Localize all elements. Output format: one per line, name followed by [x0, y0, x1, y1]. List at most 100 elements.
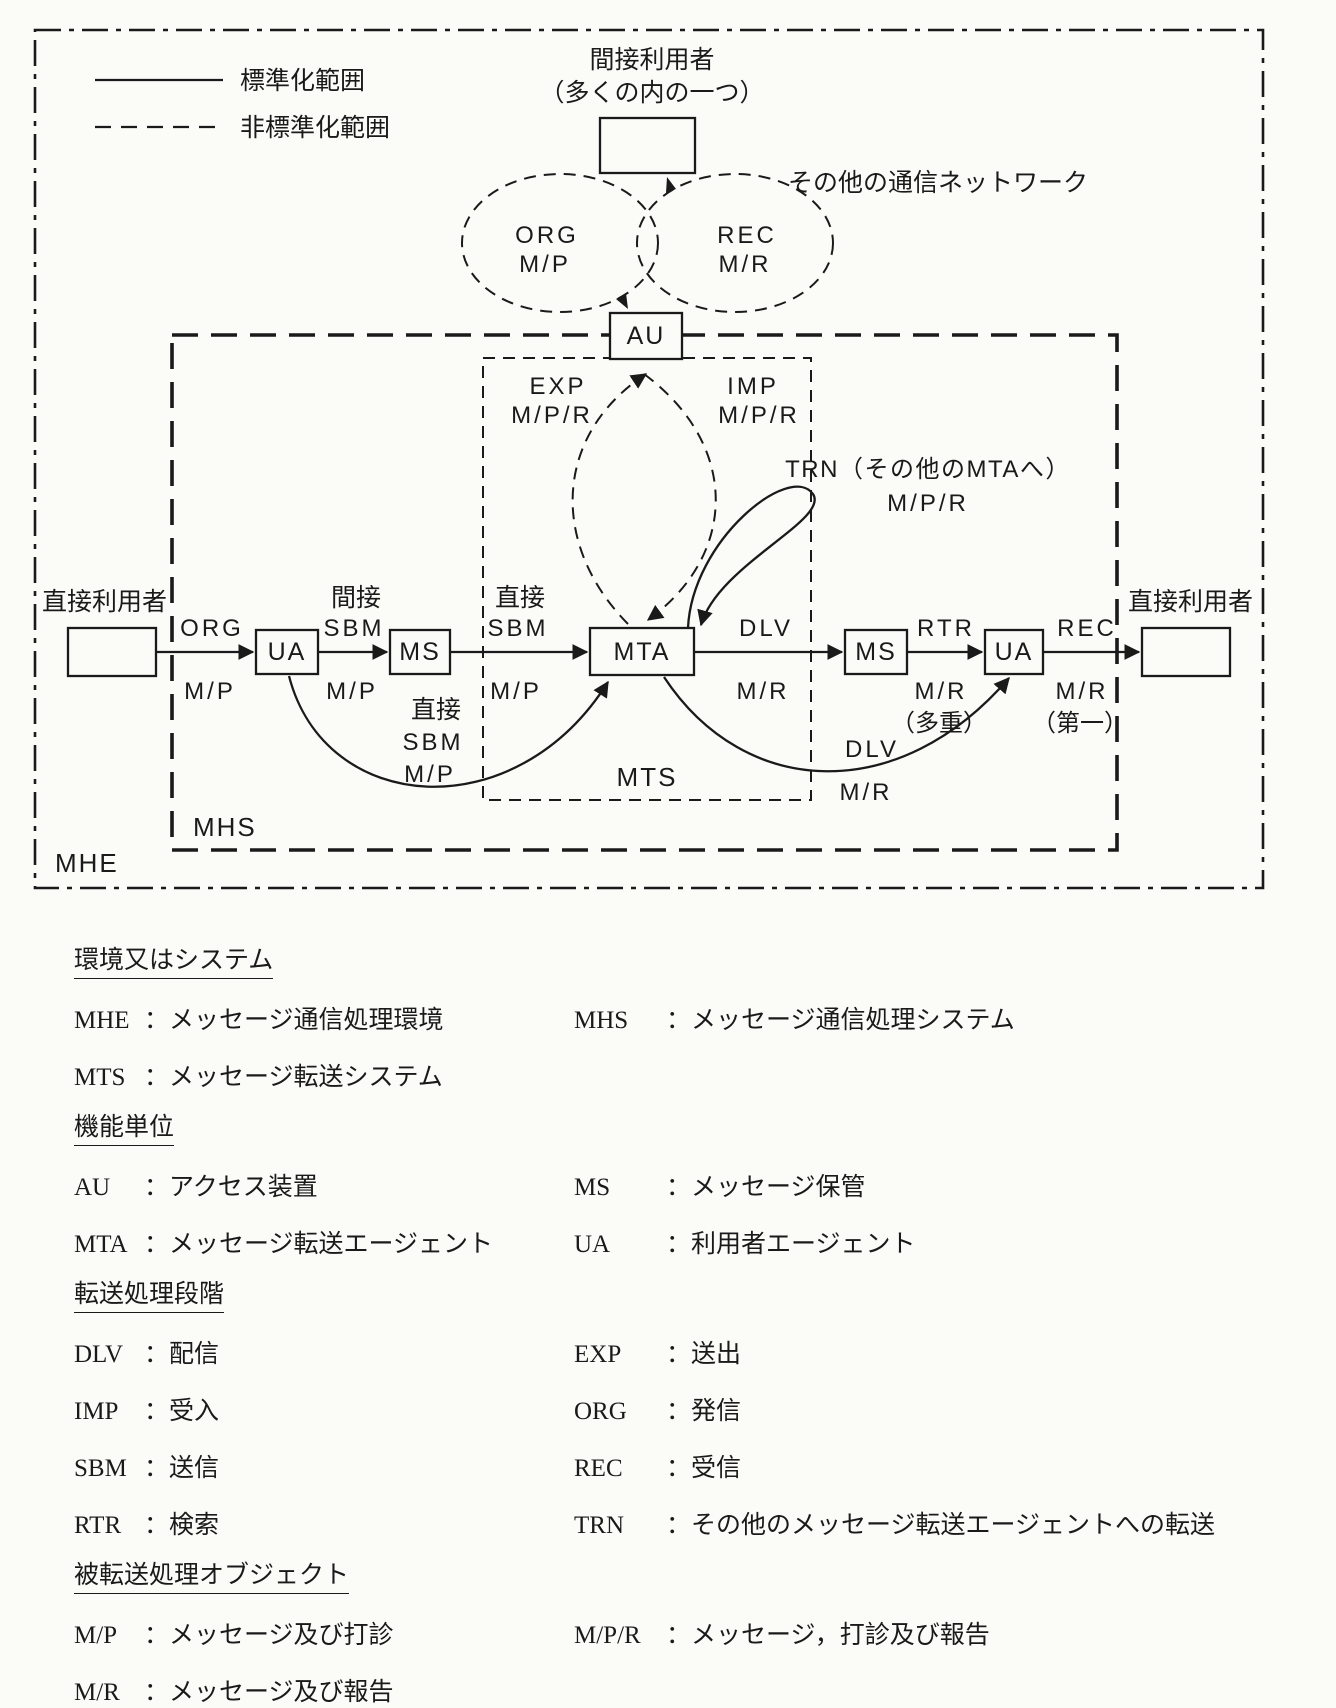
dlv-curve-arrow — [663, 676, 1010, 773]
org-loop-object: M/P — [519, 251, 571, 278]
glossary-term: AU — [74, 1174, 111, 1201]
mta-label: MTA — [614, 638, 671, 666]
glossary-term: M/R — [74, 1679, 120, 1706]
sbm-indirect-object: M/P — [326, 678, 378, 705]
glossary-colon: ： — [144, 1341, 170, 1368]
dlv-curve-object: M/R — [840, 779, 893, 806]
glossary-entry: ORG：発信 — [574, 1391, 1296, 1427]
glossary-entry: MHE ：メッセージ通信処理環境 — [74, 1000, 574, 1036]
mhe-label: MHE — [55, 848, 119, 878]
glossary-heading-text: 被転送処理オブジェクト — [74, 1562, 350, 1594]
glossary-grid-transferred-objects: M/P：メッセージ及び打診 M/P/R：メッセージ，打診及び報告 M/R：メッセ… — [74, 1615, 1296, 1708]
glossary-heading-functional-units: 機能単位 — [74, 1107, 1296, 1146]
glossary-definition: 送信 — [169, 1455, 220, 1482]
glossary-colon: ： — [144, 1512, 170, 1539]
glossary-colon: ： — [666, 1455, 692, 1482]
trn-label: TRN（その他のMTAへ） — [785, 456, 1071, 483]
rec-loop — [636, 173, 834, 313]
dlv-object: M/R — [737, 678, 790, 705]
glossary-definition: 受信 — [691, 1455, 742, 1482]
glossary-colon: ： — [144, 1679, 170, 1706]
sbm-direct-qualifier: 直接 — [495, 584, 545, 612]
glossary-colon: ： — [144, 1455, 170, 1482]
glossary-colon: ： — [144, 1174, 170, 1201]
sbm-direct-curve-arrow — [287, 675, 609, 788]
rec-loop-object: M/R — [719, 251, 772, 278]
glossary-entry: MTA：メッセージ転送エージェント — [74, 1224, 574, 1260]
glossary-entry: REC：受信 — [574, 1448, 1296, 1484]
rec-label: REC — [1057, 615, 1117, 642]
rec-arrowhead-icon — [666, 177, 676, 193]
glossary-term: MHE — [74, 1007, 130, 1034]
glossary-definition: メッセージ転送エージェント — [169, 1231, 494, 1258]
mts-label: MTS — [617, 762, 678, 792]
org-label: ORG — [180, 615, 244, 642]
glossary-term: ORG — [574, 1398, 627, 1425]
org-loop — [461, 173, 659, 313]
glossary-definition: メッセージ通信処理環境 — [169, 1007, 444, 1034]
sbm-direct-label: SBM — [487, 615, 548, 642]
glossary-definition: メッセージ通信処理システム — [691, 1007, 1015, 1034]
glossary-entry: AU ：アクセス装置 — [74, 1167, 574, 1203]
glossary-colon: ： — [144, 1622, 170, 1649]
org-loop-label: ORG — [515, 222, 579, 249]
glossary-colon: ： — [144, 1007, 170, 1034]
glossary-grid-environment: MHE：メッセージ通信処理環境 MHS：メッセージ通信処理システム MTS：メッ… — [74, 1000, 1296, 1093]
glossary-term: MTA — [74, 1231, 128, 1258]
glossary-definition: メッセージ及び報告 — [169, 1679, 394, 1706]
glossary-entry: EXP：送出 — [574, 1334, 1296, 1370]
rtr-label: RTR — [917, 615, 975, 642]
ms-right-label: MS — [855, 638, 897, 666]
glossary-definition: 利用者エージェント — [691, 1231, 916, 1258]
glossary-heading-text: 機能単位 — [74, 1114, 175, 1146]
glossary-definition: メッセージ転送システム — [169, 1064, 443, 1091]
glossary-term: DLV — [74, 1341, 124, 1368]
glossary: 環境又はシステム MHE：メッセージ通信処理環境 MHS：メッセージ通信処理シス… — [0, 900, 1336, 1708]
direct-user-left-box — [66, 626, 158, 678]
glossary-colon: ： — [666, 1512, 692, 1539]
au-label: AU — [627, 322, 666, 350]
glossary-term: RTR — [74, 1512, 122, 1539]
imp-arc — [643, 373, 717, 621]
glossary-term: UA — [574, 1231, 611, 1258]
other-networks-label: その他の通信ネットワーク — [788, 169, 1088, 197]
glossary-definition: 発信 — [691, 1398, 742, 1425]
glossary-entry: MHS：メッセージ通信処理システム — [574, 1000, 1296, 1036]
trn-object: M/P/R — [887, 490, 969, 517]
glossary-definition: その他のメッセージ転送エージェントへの転送 — [691, 1512, 1216, 1539]
exp-arc — [571, 373, 648, 625]
glossary-entry: MS：メッセージ保管 — [574, 1167, 1296, 1203]
glossary-definition: アクセス装置 — [169, 1174, 318, 1201]
direct-user-right-box — [1140, 626, 1232, 678]
sbm-direct-object: M/P — [490, 678, 542, 705]
imp-label: IMP — [727, 373, 779, 400]
trn-loop — [686, 485, 816, 629]
glossary-term: M/P/R — [574, 1622, 641, 1649]
rec-object: M/R — [1056, 678, 1109, 705]
mta-box — [588, 626, 696, 677]
glossary-term: MHS — [574, 1007, 629, 1034]
org-object: M/P — [184, 678, 236, 705]
glossary-term: IMP — [74, 1398, 119, 1425]
ms-right-box — [843, 628, 909, 676]
exp-label: EXP — [529, 373, 586, 400]
glossary-term: SBM — [74, 1455, 127, 1482]
glossary-entry: M/R ：メッセージ及び報告 — [74, 1672, 574, 1708]
sbm-direct-curve-object: M/P — [404, 761, 456, 788]
glossary-term: M/P — [74, 1622, 118, 1649]
glossary-colon: ： — [666, 1622, 692, 1649]
glossary-entry: IMP：受入 — [74, 1391, 574, 1427]
au-box — [608, 311, 684, 361]
glossary-entry: M/P/R：メッセージ，打診及び報告 — [574, 1615, 1296, 1651]
sbm-indirect-label: SBM — [323, 615, 384, 642]
glossary-grid-functional-units: AU ：アクセス装置 MS：メッセージ保管 MTA：メッセージ転送エージェント U… — [74, 1167, 1296, 1260]
glossary-colon: ： — [144, 1064, 170, 1091]
glossary-definition: 受入 — [169, 1398, 220, 1425]
diagram-canvas: MHE 標準化範囲 非標準化範囲 間接利用者 （多くの内の一つ） その他の通信ネ… — [33, 28, 1265, 890]
glossary-term: MS — [574, 1174, 611, 1201]
glossary-heading-transfer-stages: 転送処理段階 — [74, 1274, 1296, 1313]
glossary-heading-transferred-objects: 被転送処理オブジェクト — [74, 1555, 1296, 1594]
ua-right-box — [983, 628, 1045, 676]
rtr-object: M/R — [915, 678, 968, 705]
ua-left-label: UA — [268, 638, 307, 666]
